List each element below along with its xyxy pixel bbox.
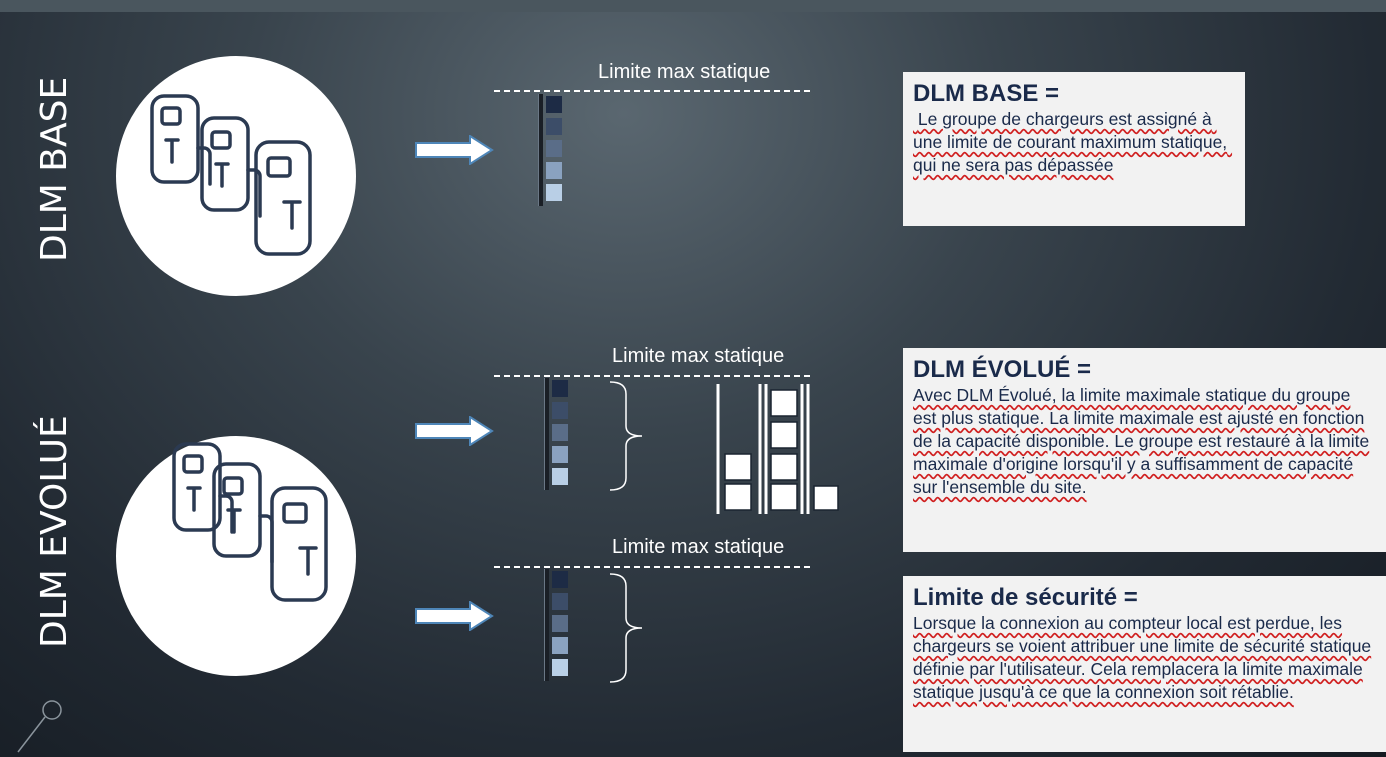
info-box-body: Avec DLM Évolué, la limite maximale stat… (913, 385, 1370, 497)
capacity-square (552, 659, 568, 676)
stack-bar (544, 569, 549, 681)
capacity-square (552, 468, 568, 485)
stack-bar (538, 94, 543, 206)
limit-line-bottom (494, 566, 810, 568)
capacity-square (552, 424, 568, 441)
capacity-square (552, 571, 568, 588)
section-label-dlm-evolue: DLM EVOLUÉ (34, 415, 75, 648)
top-band (0, 0, 1386, 12)
info-box-body: Le groupe de chargeurs est assigné à une… (913, 109, 1233, 175)
capacity-square (546, 162, 562, 179)
info-box-title: DLM BASE = (913, 80, 1060, 107)
capacity-square (552, 637, 568, 654)
arrow-right-icon (415, 416, 494, 446)
capacity-stack-securite (544, 569, 568, 681)
info-box-limite-securite: Limite de sécurité = Lorsque la connexio… (903, 576, 1386, 752)
capacity-square (552, 615, 568, 632)
info-box-title: Limite de sécurité = (913, 584, 1138, 611)
capacity-square (552, 402, 568, 419)
limit-label-middle: Limite max statique (612, 345, 785, 367)
capacity-stack-base (538, 94, 562, 206)
capacity-square (546, 96, 562, 113)
limit-label-top: Limite max statique (598, 61, 771, 83)
limit-label-bottom: Limite max statique (612, 536, 785, 558)
brace-evolue (609, 381, 643, 491)
info-box-dlm-evolue: DLM ÉVOLUÉ = Avec DLM Évolué, la limite … (903, 348, 1386, 552)
charger-circle-evolue (116, 436, 356, 676)
capacity-stack-evolue (544, 378, 568, 490)
brace-securite (609, 573, 643, 683)
section-label-dlm-base: DLM BASE (34, 76, 75, 262)
limit-line-middle (494, 375, 810, 377)
capacity-square (546, 118, 562, 135)
limit-line-top (494, 90, 810, 92)
capacity-square (552, 593, 568, 610)
magnifier-icon (17, 700, 62, 753)
charger-group-icon (150, 94, 312, 256)
charger-circle-base (116, 56, 356, 296)
arrow-right-icon (415, 601, 494, 631)
charger-group-icon (172, 442, 328, 602)
capacity-square (546, 140, 562, 157)
capacity-square (546, 184, 562, 201)
dynamic-distribution-graphic (716, 384, 839, 514)
capacity-square (552, 446, 568, 463)
info-box-body: Lorsque la connexion au compteur local e… (913, 613, 1372, 702)
arrow-right-icon (415, 135, 494, 165)
info-box-dlm-base: DLM BASE = Le groupe de chargeurs est as… (903, 72, 1245, 226)
stack-bar (544, 378, 549, 490)
info-box-title: DLM ÉVOLUÉ = (913, 356, 1092, 383)
capacity-square (552, 380, 568, 397)
